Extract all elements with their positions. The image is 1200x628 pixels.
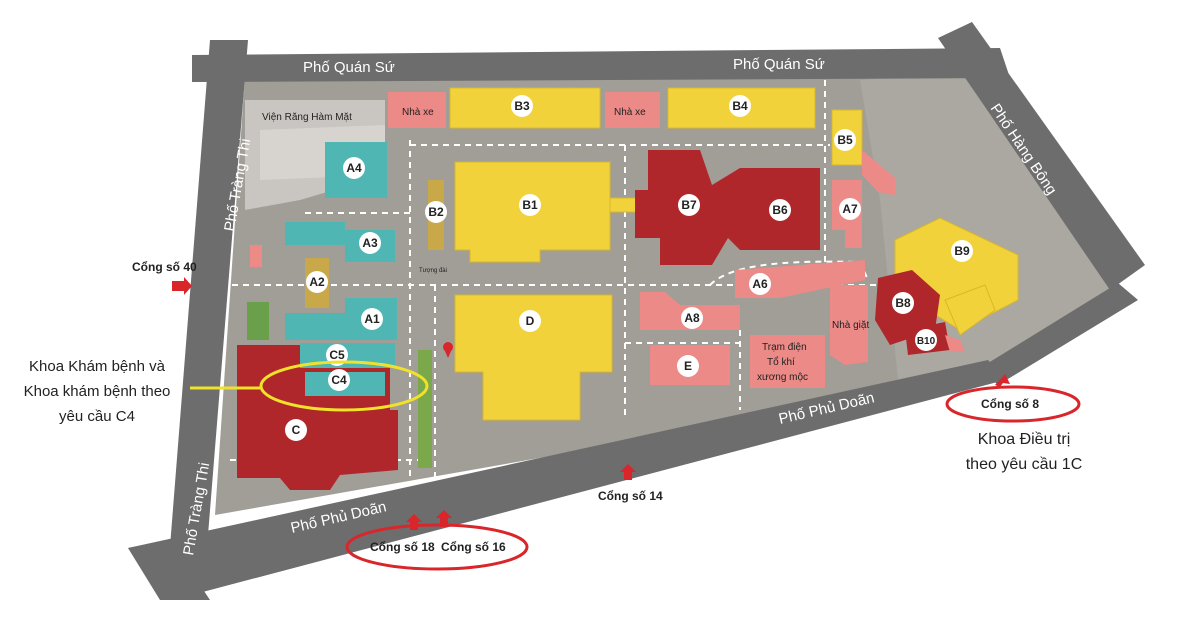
building-nha-giat xyxy=(830,285,868,365)
label-c4: C4 xyxy=(328,369,350,391)
label-b5: B5 xyxy=(834,129,856,151)
label-a2: A2 xyxy=(306,271,328,293)
label-b9: B9 xyxy=(951,240,973,262)
svg-text:B10: B10 xyxy=(917,336,936,347)
svg-text:A2: A2 xyxy=(309,275,325,289)
label-nha-xe-1: Nhà xe xyxy=(402,107,434,118)
highlight-gate-8 xyxy=(945,385,1081,423)
label-vien-rang: Viện Răng Hàm Mặt xyxy=(262,112,352,123)
building-b10-annex xyxy=(945,335,965,352)
label-b7: B7 xyxy=(678,194,700,216)
svg-text:B5: B5 xyxy=(837,133,853,147)
highlight-c4 xyxy=(259,360,429,412)
note-1c-line1: Khoa Điều trị xyxy=(978,431,1071,448)
note-1c-line2: theo yêu cầu 1C xyxy=(966,456,1083,473)
building-b5-wing xyxy=(862,150,895,195)
building-nha-xe-1 xyxy=(388,92,446,128)
building-b9-wing xyxy=(944,284,996,336)
location-pin-icon xyxy=(443,342,453,358)
inner-paths xyxy=(230,80,900,480)
label-b10: B10 xyxy=(915,329,937,351)
building-d xyxy=(454,294,613,421)
svg-text:B6: B6 xyxy=(772,203,788,217)
gate-label-18: Cổng số 18 xyxy=(370,540,435,554)
label-nha-giat: Nhà giặt xyxy=(832,320,869,331)
label-tram-dien-1: Trạm điện xyxy=(762,342,807,353)
label-b3: B3 xyxy=(511,95,533,117)
building-tram-dien xyxy=(750,335,825,388)
label-b2: B2 xyxy=(425,201,447,223)
note-c4-line2: Khoa khám bệnh theo xyxy=(24,383,171,400)
gate-label-14: Cổng số 14 xyxy=(598,489,663,503)
road-right-connector xyxy=(980,283,1138,385)
label-c5: C5 xyxy=(326,344,348,366)
label-a7: A7 xyxy=(839,198,861,220)
svg-text:B1: B1 xyxy=(522,198,538,212)
street-quan-su-right: Phố Quán Sứ xyxy=(733,56,825,73)
svg-text:C5: C5 xyxy=(329,348,345,362)
gate-label-8: Cổng số 8 xyxy=(981,397,1039,411)
road-trang-thi xyxy=(168,40,248,572)
label-a3: A3 xyxy=(359,232,381,254)
label-tram-dien-3: xương mộc xyxy=(757,372,808,383)
svg-text:A1: A1 xyxy=(364,312,380,326)
gate-label-16: Cổng số 16 xyxy=(441,540,506,554)
building-b7-b6 xyxy=(635,150,820,265)
road-hang-bong xyxy=(938,22,1145,290)
svg-text:A8: A8 xyxy=(684,311,700,325)
label-e: E xyxy=(677,355,699,377)
building-labels: A4 A3 A2 A1 C5 C4 C B2 B1 B3 B4 B5 B7 B6… xyxy=(262,95,973,441)
highlight-gates-18-16 xyxy=(345,523,529,571)
svg-text:A3: A3 xyxy=(362,236,378,250)
gate-arrow-40 xyxy=(172,277,192,295)
gate-label-40: Cổng số 40 xyxy=(132,260,197,274)
label-b1: B1 xyxy=(519,194,541,216)
gate-arrow-16 xyxy=(436,510,452,527)
svg-text:B8: B8 xyxy=(895,296,911,310)
label-nha-xe-2: Nhà xe xyxy=(614,107,646,118)
road-quan-su xyxy=(192,48,1010,82)
label-a8: A8 xyxy=(681,307,703,329)
green-strip-left xyxy=(247,302,269,340)
gate-arrow-8 xyxy=(995,374,1010,387)
label-b4: B4 xyxy=(729,95,751,117)
svg-text:B9: B9 xyxy=(954,244,970,258)
street-quan-su-left: Phố Quán Sứ xyxy=(303,59,395,76)
svg-text:A4: A4 xyxy=(346,161,362,175)
note-c4-line1: Khoa Khám bệnh và xyxy=(29,358,166,375)
svg-text:B4: B4 xyxy=(732,99,748,113)
building-small-left xyxy=(250,245,262,267)
svg-text:C: C xyxy=(292,423,301,437)
svg-text:B3: B3 xyxy=(514,99,530,113)
label-b8: B8 xyxy=(892,292,914,314)
label-a6: A6 xyxy=(749,273,771,295)
label-a1: A1 xyxy=(361,308,383,330)
label-d: D xyxy=(519,310,541,332)
svg-text:A7: A7 xyxy=(842,202,858,216)
label-b6: B6 xyxy=(769,199,791,221)
road-phu-doan xyxy=(128,360,1005,598)
label-a4: A4 xyxy=(343,157,365,179)
green-strip-center xyxy=(418,350,432,468)
svg-text:E: E xyxy=(684,359,692,373)
svg-text:D: D xyxy=(526,314,535,328)
gate-arrow-14 xyxy=(620,464,636,480)
svg-text:B7: B7 xyxy=(681,198,697,212)
svg-text:C4: C4 xyxy=(331,373,347,387)
label-tram-dien-2: Tổ khí xyxy=(767,356,795,368)
road-network xyxy=(128,22,1145,600)
building-nha-xe-2 xyxy=(605,92,660,128)
label-tuong-dai: Tượng đài xyxy=(419,268,447,274)
label-c: C xyxy=(285,419,307,441)
road-left-corner xyxy=(128,540,210,600)
building-a1-wing xyxy=(285,313,345,340)
svg-text:A6: A6 xyxy=(752,277,768,291)
svg-text:B2: B2 xyxy=(428,205,444,219)
note-c4-line3: yêu cầu C4 xyxy=(59,408,135,425)
